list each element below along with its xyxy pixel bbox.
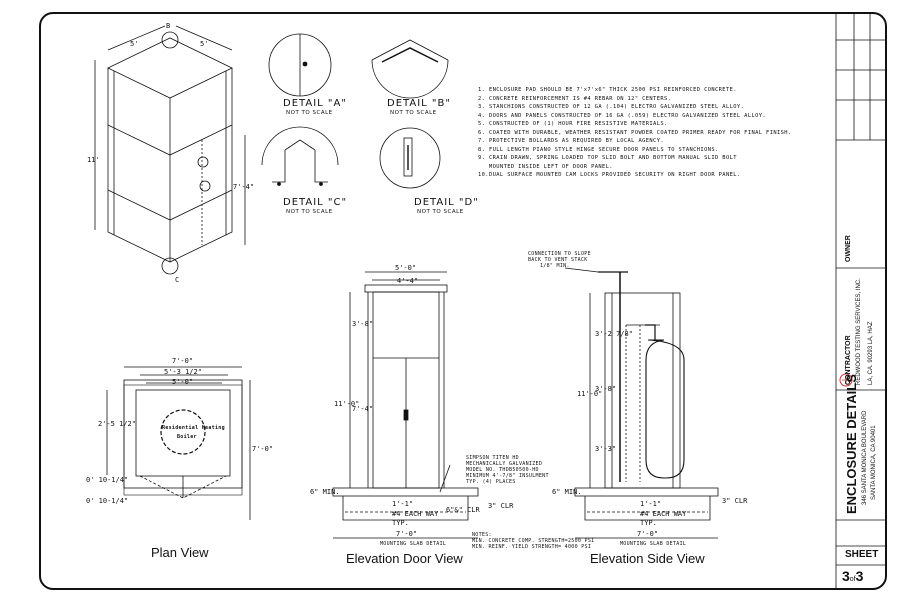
plan-dim-overall: 7'-0" (172, 357, 194, 365)
general-notes: 1.ENCLOSURE PAD SHOULD BE 7'x7'x6" THICK… (478, 86, 792, 180)
anchor-note-4: MINIMUM 4'-7/8" INSULMENT (466, 473, 549, 479)
detail-d-scale: NOT TO SCALE (417, 209, 464, 215)
detail-a-drawing (268, 33, 332, 97)
detail-b-title: DETAIL "B" (387, 98, 451, 109)
door-dim-h2: 7'-4" (352, 405, 374, 413)
detail-c-scale: NOT TO SCALE (286, 209, 333, 215)
detail-d-title: DETAIL "D" (414, 197, 479, 208)
door-dim-h1: 3'-8" (352, 320, 374, 328)
plan-dim-left1: 2'-5 1/2" (98, 420, 136, 428)
side-dim-base: 7'-0" (637, 530, 659, 538)
caption-plan-view: Plan View (151, 545, 209, 560)
side-conn-3: 1/8" MIN. (540, 263, 570, 269)
anchor-note-1: SIMPSON TITEN HD (466, 455, 519, 461)
detail-a-scale: NOT TO SCALE (286, 110, 333, 116)
elevation-door-drawing (332, 271, 479, 539)
contractor-location: LA, CA. 90293 LA, HAZ (868, 321, 874, 385)
plan-dim-inner1: 5'-3 1/2" (164, 368, 202, 376)
side-conn-2: BACK TO VENT STACK (528, 257, 588, 263)
door-dim-clr: 3" CLR (488, 502, 514, 510)
note-line: MOUNTED INSIDE LEFT OF DOOR PANEL. (489, 163, 613, 170)
note-line: 5.CONSTRUCTED OF (1) HOUR FIRE RESISTIVE… (478, 121, 668, 127)
project-address-1: 346 SANTA MONICA BOULEVARD (862, 410, 868, 505)
drawing-title: ENCLOSURE DETAILS (844, 374, 859, 514)
side-dim-v4: 3'-3" (595, 445, 617, 453)
plan-dim-left2: 0' 10-1/4" (86, 476, 129, 484)
side-dim-clr: 3" CLR (722, 497, 748, 505)
door-dim-top2: 4'-4" (397, 277, 419, 285)
note-line: 10.DUAL SURFACE MOUNTED CAM LOCKS PROVID… (478, 172, 741, 178)
door-dim-typ: TYP. (392, 519, 409, 527)
door-dim-top1: 5'-0" (395, 264, 417, 272)
side-dim-each1: 1'-1" (640, 500, 662, 508)
note-line: 7.PROTECTIVE BOLLARDS AS REQUIRED BY LOC… (478, 138, 664, 144)
side-conn-1: CONNECTION TO SLOPE (528, 251, 591, 257)
door-dim-base: 7'-0" (396, 530, 418, 538)
side-dim-each2: #4 EACH WAY (640, 510, 687, 518)
side-dim-v1: 3'-2 7/8" (595, 330, 633, 338)
contractor-name: REDWOOD TESTING SERVICES, INC. (856, 278, 862, 385)
door-dim-clr2: 6"&" CLR (446, 506, 480, 514)
anchor-note-2: MECHANICALLY GALVANIZED (466, 461, 543, 467)
project-address-2: SANTA MONICA, CA 90401 (871, 425, 877, 500)
plan-dim-depth: 7'-0" (252, 445, 274, 453)
tank-label-2: Boiler (177, 434, 197, 440)
note-line: 2.CONCRETE REINFORCEMENT IS #4 REBAR ON … (478, 95, 672, 102)
plan-dim-left3: 0' 10-1/4" (86, 497, 129, 505)
note-line: 6.COATED WITH DURABLE, WEATHER RESISTANT… (478, 129, 792, 136)
footnote-line-2: MIN. REINF. YIELD STRENGTH= 4000 PSI (472, 544, 592, 550)
plan-view-drawing (106, 366, 251, 520)
contractor-logo (839, 373, 853, 387)
detail-c-drawing (261, 126, 339, 186)
anchor-note-5: TYP. (4) PLACES (466, 479, 516, 485)
owner-label: OWNER (845, 235, 852, 262)
side-slab-label: MOUNTING SLAB DETAIL (620, 541, 687, 547)
footnote-heading: NOTES: (472, 532, 492, 538)
anchor-note-3: MODEL NO. THDB50500-HD (466, 467, 539, 473)
drawing-sheet-border (39, 12, 887, 590)
door-dim-total: 11'-0" (334, 400, 360, 408)
elevation-side-drawing (564, 267, 719, 539)
side-dim-v2: 11'-0" (577, 390, 603, 398)
note-line: 3.STANCHIONS CONSTRUCTED OF 12 GA (.104)… (478, 104, 745, 110)
door-slab-label: MOUNTING SLAB DETAIL (380, 541, 447, 547)
note-line: 8.FULL LENGTH PIANO STYLE HINGE SECURE D… (478, 146, 719, 153)
note-line: 1.ENCLOSURE PAD SHOULD BE 7'x7'x6" THICK… (478, 87, 737, 93)
door-dim-min: 6" MIN. (310, 488, 340, 496)
caption-door-view: Elevation Door View (346, 551, 463, 566)
detail-b-drawing (371, 39, 449, 99)
side-dim-v3: 3'-8" (595, 385, 617, 393)
isometric-enclosure (94, 25, 246, 275)
caption-side-view: Elevation Side View (590, 551, 705, 566)
detail-b-scale: NOT TO SCALE (390, 110, 437, 116)
door-dim-each2: #4 EACH WAY (392, 510, 439, 518)
title-block-frame (835, 14, 886, 588)
sheet-number: 3of3 (842, 568, 864, 584)
iso-tag-bottom: C (175, 276, 180, 284)
iso-height: 11' (87, 156, 100, 164)
footnote-line-1: MIN. CONCRETE COMP. STRENGTH=2500 PSI (472, 538, 595, 544)
tank-label-1: Residential Heating (162, 425, 225, 431)
detail-d-drawing (379, 127, 441, 189)
sheet-label: SHEET (845, 549, 879, 560)
iso-tag-top: B (166, 22, 171, 30)
iso-width-left: 5' (130, 40, 139, 48)
detail-c-title: DETAIL "C" (283, 197, 348, 208)
iso-door-height: 7'-4" (233, 183, 255, 191)
note-line: 9.CRAIN DRAWN, SPRING LOADED TOP SLID BO… (478, 155, 737, 161)
door-dim-each1: 1'-1" (392, 500, 414, 508)
iso-width-right: 5' (200, 40, 209, 48)
side-dim-typ: TYP. (640, 519, 657, 527)
detail-a-title: DETAIL "A" (283, 98, 347, 109)
plan-dim-inner2: 5'-0" (172, 378, 194, 386)
side-dim-min: 6" MIN. (552, 488, 582, 496)
note-line: 4.DOORS AND PANELS CONSTRUCTED OF 16 GA … (478, 112, 767, 119)
